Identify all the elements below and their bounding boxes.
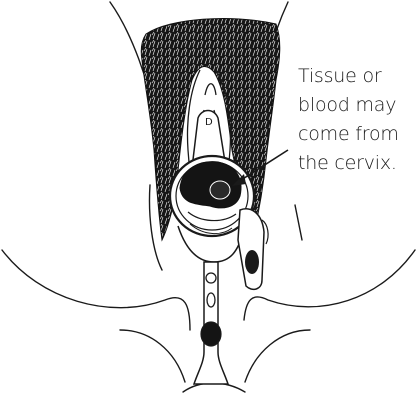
clitoral-hood [205, 84, 216, 95]
callout-caption: Tissue or blood may come from the cervix… [298, 62, 416, 178]
handle-dark-knob [201, 322, 221, 346]
caption-line: come from [298, 120, 416, 149]
caption-line: blood may [298, 91, 416, 120]
caption-line: the cervix. [298, 149, 416, 178]
right-hip-curve [244, 250, 415, 320]
cervix-os [210, 181, 230, 199]
svg-text:D: D [205, 117, 213, 128]
left-buttock-line [120, 330, 185, 382]
left-hip-curve [2, 250, 190, 330]
caption-line: Tissue or [298, 62, 416, 91]
speculum-side-lever [238, 209, 264, 290]
inner-right-crease [295, 205, 302, 240]
right-buttock-line [245, 330, 310, 382]
